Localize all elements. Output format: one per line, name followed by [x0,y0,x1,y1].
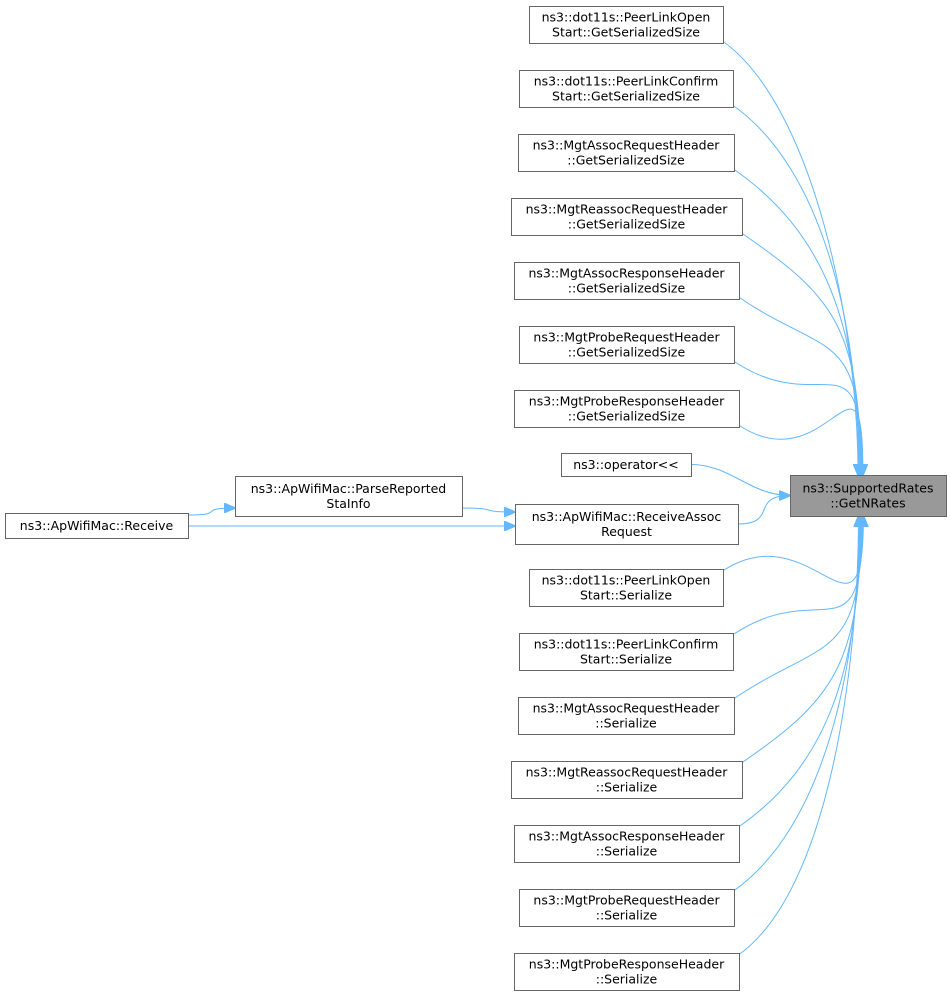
node-rreq-size[interactable]: ns3::MgtReassocRequestHeader::GetSeriali… [511,198,743,236]
node-areq-ser[interactable]: ns3::MgtAssocRequestHeader::Serialize [518,697,735,735]
node-label-line: ns3::MgtProbeResponseHeader [529,394,725,409]
node-oplt[interactable]: ns3::operator<< [561,453,692,477]
edge-receive-to-parse-sta [187,508,235,516]
node-label-line: ns3::MgtAssocResponseHeader [528,266,725,281]
node-label-line: ns3::dot11s::PeerLinkOpen [542,10,711,25]
node-preq-size[interactable]: ns3::MgtProbeRequestHeader::GetSerialize… [519,326,735,364]
node-label-line: ::Serialize [596,908,658,923]
node-label-line: ::GetSerializedSize [568,409,686,424]
node-label-line: ns3::SupportedRates [802,481,933,496]
node-layer: ns3::SupportedRates::GetNRatesns3::dot11… [5,6,947,991]
node-label-line: Start::GetSerializedSize [552,89,700,104]
node-label-line: ::GetNRates [830,496,905,511]
edge-parse-sta-to-recv-assoc [461,508,515,512]
node-aresp-ser[interactable]: ns3::MgtAssocResponseHeader::Serialize [514,825,740,863]
node-label-line: StaInfo [326,496,370,511]
node-box [519,889,735,927]
edge-plc-ser-to-getnrates [730,516,863,637]
edge-areq-ser-to-getnrates [731,516,862,701]
edge-plo-size-to-getnrates [720,39,858,475]
node-box [519,326,735,364]
node-rreq-ser[interactable]: ns3::MgtReassocRequestHeader::Serialize [511,761,743,799]
node-plo-size[interactable]: ns3::dot11s::PeerLinkOpenStart::GetSeria… [529,6,724,44]
node-box [5,513,189,539]
node-label-line: ::GetSerializedSize [568,345,686,360]
node-box [235,476,463,517]
node-box [529,6,724,44]
node-plo-ser[interactable]: ns3::dot11s::PeerLinkOpenStart::Serializ… [529,569,724,607]
edge-aresp-ser-to-getnrates [736,516,860,829]
node-box [518,697,735,735]
node-box [529,569,724,607]
node-label-line: ns3::dot11s::PeerLinkOpen [542,573,711,588]
node-plc-ser[interactable]: ns3::dot11s::PeerLinkConfirmStart::Seria… [519,633,734,671]
node-label-line: ns3::ApWifiMac::ParseReported [251,481,447,496]
node-label-line: ::Serialize [596,972,658,987]
node-box [790,475,947,517]
node-receive[interactable]: ns3::ApWifiMac::Receive [5,513,189,539]
node-box [561,453,692,477]
node-box [518,134,735,172]
node-box [515,504,739,545]
node-box [514,953,740,991]
node-box [514,262,740,300]
node-presp-size[interactable]: ns3::MgtProbeResponseHeader::GetSerializ… [514,390,740,428]
node-label-line: ns3::MgtAssocRequestHeader [533,138,721,153]
node-label-line: Start::Serialize [580,652,672,667]
node-label-line: Start::Serialize [580,588,672,603]
edge-recv-assoc-to-getnrates [737,496,790,525]
node-label-line: ns3::operator<< [573,457,679,472]
node-getnrates[interactable]: ns3::SupportedRates::GetNRates [790,475,947,517]
edge-presp-size-to-getnrates [736,408,863,475]
node-label-line: ns3::ApWifiMac::ReceiveAssoc [532,509,722,524]
node-box [519,633,734,671]
node-label-line: ::Serialize [595,716,657,731]
node-preq-ser[interactable]: ns3::MgtProbeRequestHeader::Serialize [519,889,735,927]
node-label-line: ns3::ApWifiMac::Receive [20,518,174,533]
node-box [511,761,743,799]
edge-rreq-ser-to-getnrates [739,516,861,765]
node-box [519,70,734,108]
node-label-line: ns3::dot11s::PeerLinkConfirm [534,74,719,89]
node-plc-size[interactable]: ns3::dot11s::PeerLinkConfirmStart::GetSe… [519,70,734,108]
node-label-line: Start::GetSerializedSize [552,25,700,40]
node-presp-ser[interactable]: ns3::MgtProbeResponseHeader::Serialize [514,953,740,991]
node-label-line: Request [601,524,652,539]
edge-presp-ser-to-getnrates [736,516,859,957]
node-label-line: ::Serialize [596,780,658,795]
node-label-line: ns3::MgtProbeRequestHeader [533,330,720,345]
edge-layer [187,39,863,957]
edge-preq-ser-to-getnrates [731,516,859,893]
edge-areq-size-to-getnrates [731,167,860,475]
node-label-line: ns3::dot11s::PeerLinkConfirm [534,637,719,652]
node-label-line: ns3::MgtProbeResponseHeader [529,957,725,972]
node-box [514,825,740,863]
edge-aresp-size-to-getnrates [736,295,861,475]
node-label-line: ::GetSerializedSize [568,281,686,296]
node-label-line: ns3::MgtAssocRequestHeader [533,701,721,716]
node-aresp-size[interactable]: ns3::MgtAssocResponseHeader::GetSerializ… [514,262,740,300]
node-label-line: ns3::MgtReassocRequestHeader [526,202,729,217]
node-box [511,198,743,236]
edge-plo-ser-to-getnrates [720,516,863,584]
node-label-line: ::GetSerializedSize [568,217,686,232]
node-label-line: ns3::MgtReassocRequestHeader [526,765,729,780]
node-label-line: ::Serialize [596,844,658,859]
edge-oplt-to-getnrates [690,464,790,496]
edge-rreq-size-to-getnrates [739,231,861,475]
node-label-line: ns3::MgtProbeRequestHeader [533,893,720,908]
node-label-line: ns3::MgtAssocResponseHeader [528,829,725,844]
node-box [514,390,740,428]
node-label-line: ::GetSerializedSize [567,153,685,168]
edge-preq-size-to-getnrates [731,359,862,475]
node-areq-size[interactable]: ns3::MgtAssocRequestHeader::GetSerialize… [518,134,735,172]
